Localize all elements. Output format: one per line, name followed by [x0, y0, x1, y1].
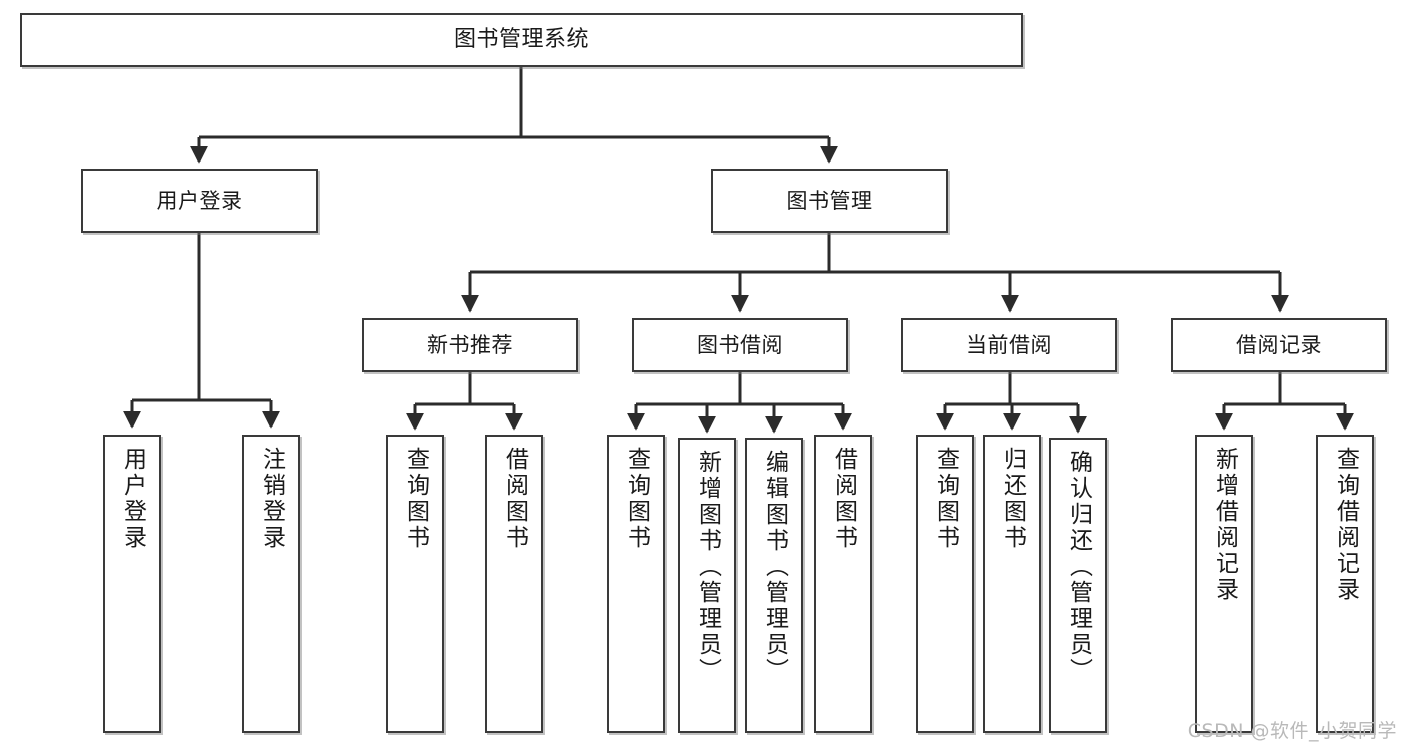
node-label: 归还图书 [999, 447, 1026, 551]
node-label: 注销登录 [258, 447, 285, 551]
node-label: 图书管理 [786, 188, 873, 213]
node-borrow-record[interactable]: 借阅记录 [1171, 318, 1387, 372]
node-label: 当前借阅 [966, 332, 1052, 357]
node-leaf-borrow-book-new-recommend[interactable]: 借阅图书 [485, 435, 543, 733]
node-label: 编辑图书（管理员） [761, 450, 788, 684]
node-book-management[interactable]: 图书管理 [711, 169, 948, 233]
node-label: 查询图书 [932, 447, 959, 551]
node-leaf-query-book-current[interactable]: 查询图书 [916, 435, 974, 733]
node-label: 确认归还（管理员） [1065, 450, 1092, 684]
node-current-borrow[interactable]: 当前借阅 [901, 318, 1117, 372]
node-user-login[interactable]: 用户登录 [81, 169, 318, 233]
node-label: 借阅图书 [830, 447, 857, 551]
node-leaf-edit-book-admin[interactable]: 编辑图书（管理员） [745, 438, 803, 733]
node-book-borrow[interactable]: 图书借阅 [632, 318, 848, 372]
node-label: 图书借阅 [697, 332, 783, 357]
node-leaf-logout-login[interactable]: 注销登录 [242, 435, 300, 733]
node-leaf-user-login[interactable]: 用户登录 [103, 435, 161, 733]
node-label: 查询图书 [623, 447, 650, 551]
node-label: 用户登录 [156, 188, 243, 213]
node-label: 图书管理系统 [453, 27, 589, 53]
node-root-book-management-system[interactable]: 图书管理系统 [20, 13, 1023, 67]
watermark-text: CSDN @软件_小贺同学 [1187, 720, 1397, 742]
node-label: 新书推荐 [427, 332, 513, 357]
node-label: 查询图书 [402, 447, 429, 551]
node-label: 借阅图书 [501, 447, 528, 551]
node-leaf-borrow-book-borrow[interactable]: 借阅图书 [814, 435, 872, 733]
node-label: 查询借阅记录 [1332, 447, 1359, 603]
node-leaf-add-borrow-record[interactable]: 新增借阅记录 [1195, 435, 1253, 733]
node-leaf-return-book[interactable]: 归还图书 [983, 435, 1041, 733]
node-label: 用户登录 [119, 447, 146, 551]
node-label: 借阅记录 [1236, 332, 1322, 357]
node-leaf-query-borrow-record[interactable]: 查询借阅记录 [1316, 435, 1374, 733]
node-leaf-query-book-borrow[interactable]: 查询图书 [607, 435, 665, 733]
node-new-book-recommend[interactable]: 新书推荐 [362, 318, 578, 372]
node-label: 新增图书（管理员） [694, 450, 721, 684]
node-label: 新增借阅记录 [1211, 447, 1238, 603]
node-leaf-confirm-return-admin[interactable]: 确认归还（管理员） [1049, 438, 1107, 733]
node-leaf-add-book-admin[interactable]: 新增图书（管理员） [678, 438, 736, 733]
node-leaf-query-book-new-recommend[interactable]: 查询图书 [386, 435, 444, 733]
